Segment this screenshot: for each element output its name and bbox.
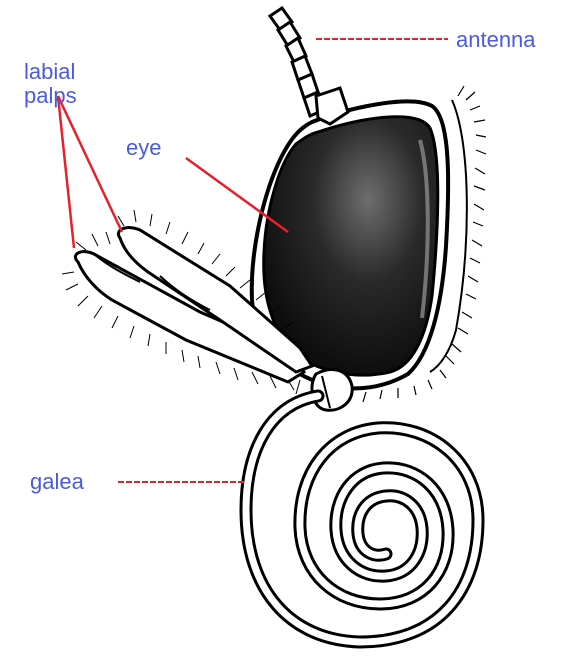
galea-label: galea (30, 470, 84, 494)
eye-label: eye (126, 136, 161, 160)
labial-palps-label-line1: labial (24, 60, 77, 84)
labial-palps-label: labial palps (24, 60, 77, 108)
galea-coil (246, 396, 478, 642)
compound-eye (264, 117, 438, 375)
antenna-label: antenna (456, 28, 536, 52)
labial-palps-label-line2: palps (24, 84, 77, 108)
labial-palps-leader-1 (58, 96, 74, 248)
labial-palps-leader-2 (58, 96, 122, 232)
antenna-segments (270, 8, 348, 124)
